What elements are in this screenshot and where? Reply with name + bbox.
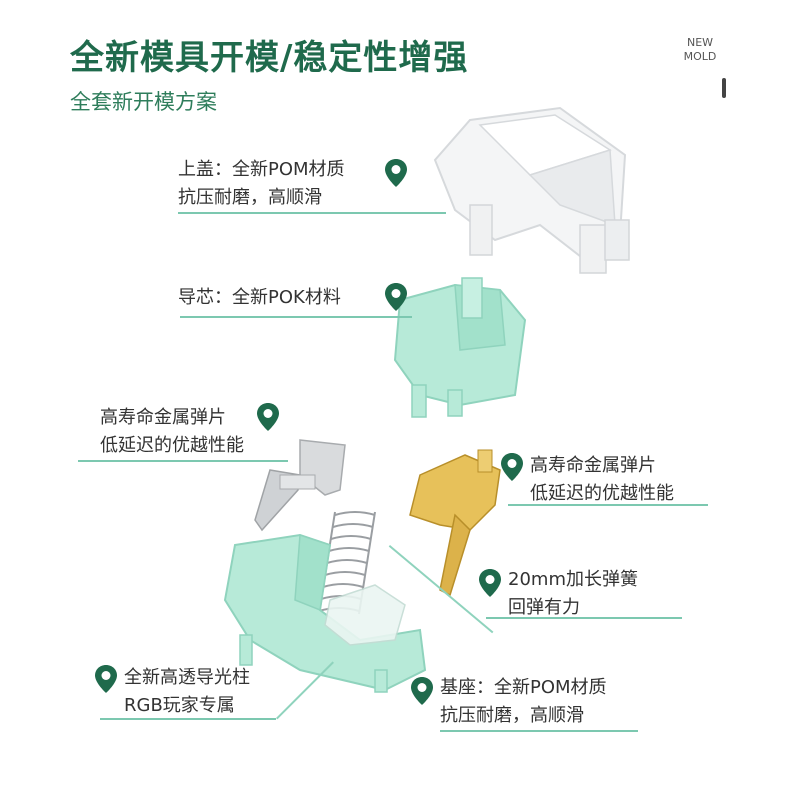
- callout-stem: 导芯：全新POK材料: [178, 284, 341, 312]
- callout-base-line1: 基座：全新POM材质: [440, 677, 607, 698]
- page-title: 全新模具开模/稳定性增强: [70, 38, 469, 78]
- callout-light-pipe-underline: [100, 718, 276, 720]
- base-part: [223, 533, 427, 693]
- stem-part: [393, 277, 527, 418]
- callout-base: 基座：全新POM材质 抗压耐磨，高顺滑: [440, 674, 607, 730]
- callout-spring-underline: [486, 617, 682, 619]
- page-subtitle: 全套新开模方案: [70, 90, 217, 114]
- callout-light-pipe-line2: RGB玩家专属: [124, 695, 235, 716]
- location-pin-icon: [501, 453, 523, 481]
- location-pin-icon: [479, 569, 501, 597]
- callout-base-line2: 抗压耐磨，高顺滑: [440, 705, 584, 726]
- callout-right-leaf-line1: 高寿命金属弹片: [530, 455, 656, 476]
- location-pin-icon: [257, 403, 279, 431]
- location-pin-icon: [95, 665, 117, 693]
- right-metal-leaf-part: [409, 449, 501, 597]
- callout-left-leaf-line1: 高寿命金属弹片: [100, 407, 226, 428]
- location-pin-icon: [385, 283, 407, 311]
- top-housing-part: [433, 106, 630, 274]
- callout-right-leaf-underline: [508, 504, 708, 506]
- callout-spring: 20mm加长弹簧 回弹有力: [508, 566, 638, 622]
- badge-line-2: MOLD: [683, 50, 717, 63]
- callout-stem-underline: [180, 316, 412, 318]
- callout-top-housing-line2: 抗压耐磨，高顺滑: [178, 187, 322, 208]
- callout-top-housing-underline: [178, 212, 446, 214]
- location-pin-icon: [385, 159, 407, 187]
- callout-spring-line1: 20mm加长弹簧: [508, 569, 638, 590]
- callout-top-housing-line1: 上盖：全新POM材质: [178, 159, 345, 180]
- callout-left-leaf-underline: [78, 460, 288, 462]
- callout-right-leaf: 高寿命金属弹片 低延迟的优越性能: [530, 452, 674, 508]
- callout-light-pipe-line1: 全新高透导光柱: [124, 667, 250, 688]
- new-mold-badge: NEW MOLD: [670, 36, 730, 64]
- callout-top-housing: 上盖：全新POM材质 抗压耐磨，高顺滑: [178, 156, 345, 212]
- callout-base-underline: [440, 730, 638, 732]
- badge-divider: [722, 78, 726, 98]
- callout-light-pipe: 全新高透导光柱 RGB玩家专属: [124, 664, 250, 720]
- callout-right-leaf-line2: 低延迟的优越性能: [530, 483, 674, 504]
- callout-left-leaf: 高寿命金属弹片 低延迟的优越性能: [100, 404, 244, 460]
- left-metal-leaf-part: [254, 439, 346, 532]
- callout-spring-line2: 回弹有力: [508, 597, 580, 618]
- callout-stem-line1: 导芯：全新POK材料: [178, 287, 341, 308]
- badge-line-1: NEW: [686, 36, 714, 49]
- location-pin-icon: [411, 677, 433, 705]
- callout-left-leaf-line2: 低延迟的优越性能: [100, 435, 244, 456]
